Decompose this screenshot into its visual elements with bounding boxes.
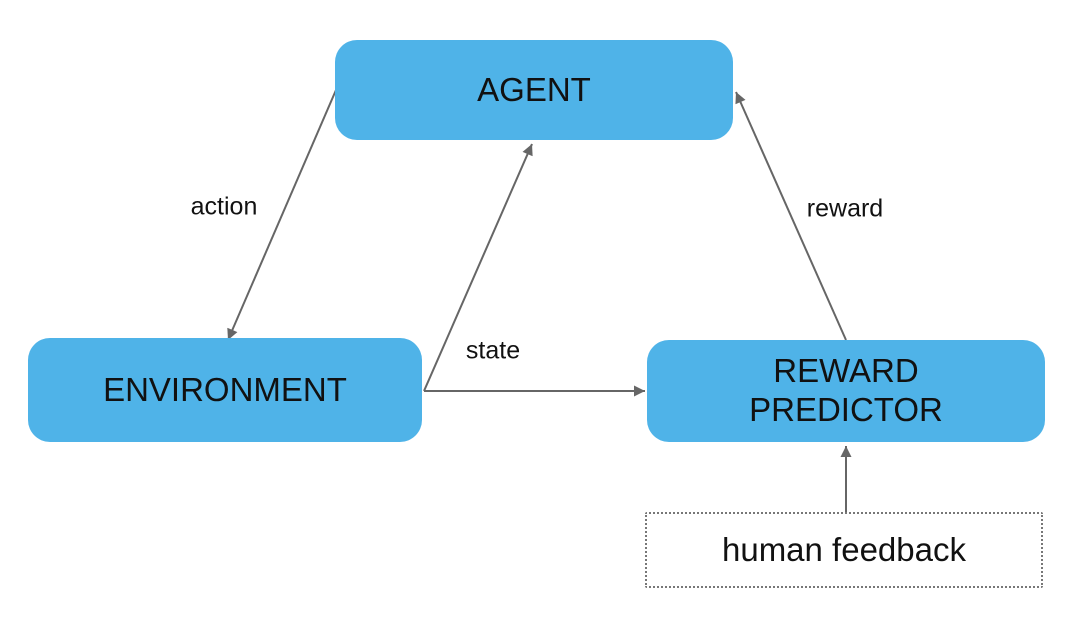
human-feedback-node: human feedback (645, 512, 1043, 588)
environment-node: ENVIRONMENT (28, 338, 422, 442)
action-arrow (227, 89, 337, 341)
human-feedback-node-label: human feedback (721, 531, 966, 568)
agent-node-label: AGENT (477, 70, 591, 108)
reward-arrow (735, 91, 847, 341)
environment-node-label: ENVIRONMENT (103, 370, 347, 408)
action-edge-label: action (190, 192, 258, 221)
reward-predictor-node: REWARD PREDICTOR (647, 340, 1045, 442)
state-to-agent-arrow (423, 143, 533, 392)
state-edge-label: state (465, 336, 521, 365)
reward-edge-label: reward (806, 194, 884, 223)
agent-node: AGENT (335, 40, 733, 140)
reward-predictor-node-label: REWARD PREDICTOR (749, 352, 943, 428)
